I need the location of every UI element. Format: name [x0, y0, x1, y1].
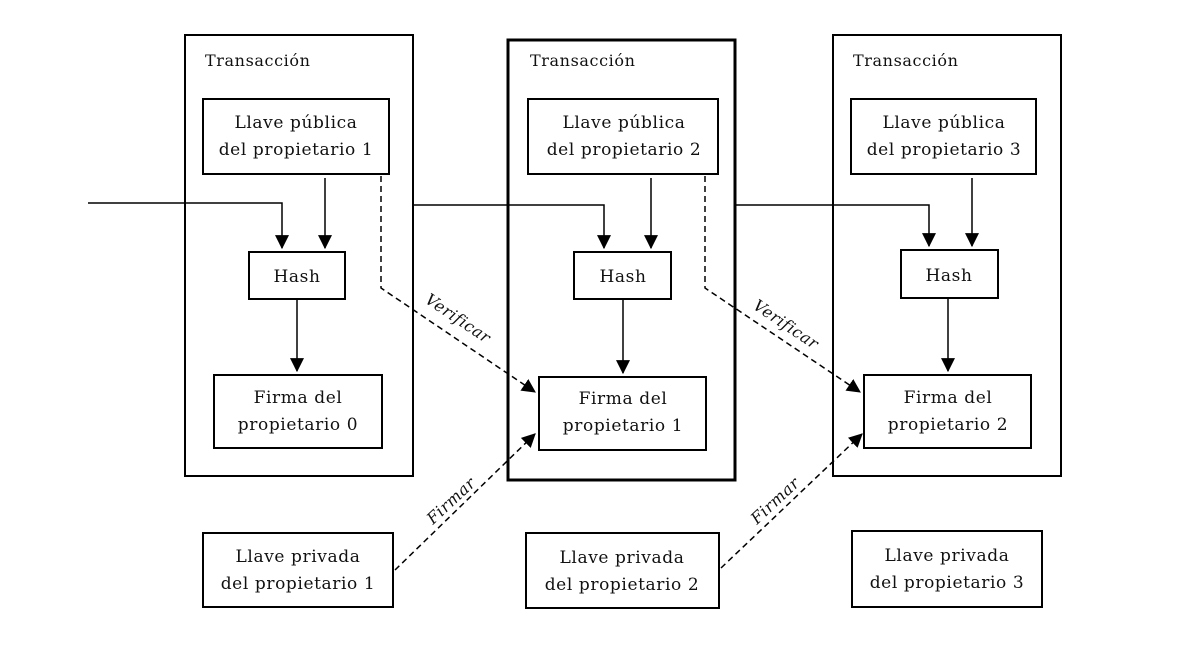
incoming-chain-arrow — [88, 202, 289, 250]
hash-3-label: Hash — [925, 266, 972, 286]
public-key-2-line-2: del propietario 2 — [547, 140, 702, 160]
transaction-1-frame — [184, 34, 414, 477]
public-key-box-3 — [850, 98, 1037, 175]
hash-box-3 — [900, 249, 999, 299]
signature-box-0 — [213, 374, 383, 449]
private-key-3-line-1: Llave privada — [885, 546, 1010, 566]
transaction-2-frame — [506, 38, 737, 482]
hash-1-label: Hash — [273, 267, 320, 287]
transaction-2-title: Transacción — [530, 51, 636, 70]
sign-arrow-2 — [720, 433, 863, 569]
signature-2-line-1: Firma del — [904, 388, 993, 408]
chain-arrow-2-to-3 — [735, 204, 936, 248]
chain-arrow-1-to-2 — [413, 204, 611, 250]
private-key-3: Llave privada del propietario 3 — [851, 530, 1043, 608]
signature-1-line-1: Firma del — [579, 389, 668, 409]
public-key-3-line-1: Llave pública — [883, 113, 1006, 133]
transaction-2: Transacción Llave pública del propietari… — [413, 38, 737, 482]
verify-label-1: Verificar — [422, 290, 495, 348]
private-key-3-line-2: del propietario 3 — [870, 573, 1025, 593]
public-key-2-line-1: Llave pública — [563, 113, 686, 133]
sign-label-1: Firmar — [422, 473, 480, 529]
private-key-box-1 — [202, 532, 394, 608]
public-key-1-line-2: del propietario 1 — [219, 140, 374, 160]
sign-label-2: Firmar — [746, 473, 804, 529]
verify-arrow-1 — [380, 176, 536, 393]
transaction-3-frame — [832, 34, 1062, 477]
private-key-box-3 — [851, 530, 1043, 608]
hash-2-label: Hash — [599, 267, 646, 287]
private-key-1-line-2: del propietario 1 — [221, 574, 376, 594]
transaction-1: Transacción Llave pública del propietari… — [88, 34, 414, 477]
public-key-box-2 — [527, 98, 719, 175]
private-key-1-line-1: Llave privada — [236, 547, 361, 567]
sign-arrow-1 — [394, 433, 536, 571]
public-key-1-line-1: Llave pública — [235, 113, 358, 133]
private-key-2: Llave privada del propietario 2 — [525, 532, 720, 609]
public-key-box-1 — [202, 98, 390, 175]
private-key-2-line-2: del propietario 2 — [545, 575, 700, 595]
signature-box-2 — [863, 374, 1032, 449]
signature-1-line-2: propietario 1 — [563, 416, 683, 436]
signature-2-line-2: propietario 2 — [888, 415, 1008, 435]
hash-box-2 — [573, 251, 672, 300]
signature-box-1 — [538, 376, 707, 451]
transaction-1-title: Transacción — [205, 51, 311, 70]
transaction-3: Transacción Llave pública del propietari… — [735, 34, 1062, 477]
private-key-1: Llave privada del propietario 1 — [202, 532, 394, 608]
private-key-box-2 — [525, 532, 720, 609]
private-key-2-line-1: Llave privada — [560, 548, 685, 568]
public-key-3-line-2: del propietario 3 — [867, 140, 1022, 160]
signature-0-line-2: propietario 0 — [238, 415, 358, 435]
signature-0-line-1: Firma del — [254, 388, 343, 408]
verify-arrow-2 — [704, 176, 861, 393]
verify-label-2: Verificar — [750, 296, 823, 354]
transaction-3-title: Transacción — [853, 51, 959, 70]
